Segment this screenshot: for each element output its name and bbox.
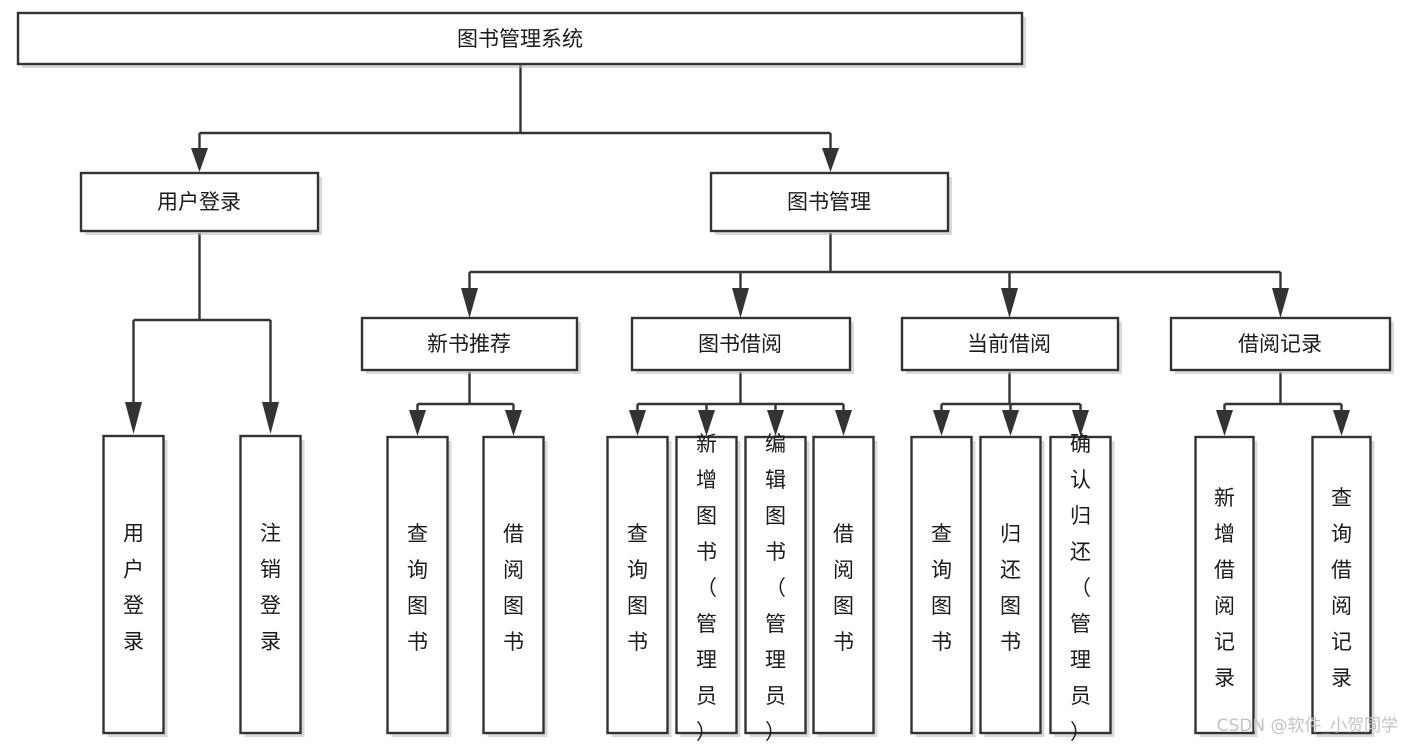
- node-current-borrow[interactable]: 当前借阅: [900, 316, 1122, 374]
- node-user-login[interactable]: 用户登录: [79, 171, 322, 235]
- node-leaf-borrow-book-1[interactable]: 借阅图书: [482, 435, 548, 737]
- node-leaf-add-record[interactable]: 新增借阅记录: [1194, 435, 1258, 737]
- leaf-user-login-box[interactable]: [102, 434, 165, 735]
- leaf-borrow-book-1-label: 借阅图书: [503, 522, 524, 654]
- node-book-borrow[interactable]: 图书借阅: [630, 316, 854, 374]
- current-borrow-box[interactable]: [900, 316, 1120, 372]
- arrowhead-leaf-add-record: [1216, 410, 1233, 436]
- arrowhead-leaf-confirm-return: [1072, 410, 1089, 436]
- leaf-add-record-label: 新增借阅记录: [1214, 486, 1235, 690]
- leaf-query-book-2-label: 查询图书: [627, 522, 648, 654]
- node-leaf-query-book-1[interactable]: 查询图书: [386, 435, 452, 737]
- arrowhead-leaf-query-book-1: [409, 410, 426, 436]
- node-leaf-logout-login[interactable]: 注销登录: [239, 434, 305, 737]
- leaf-confirm-return-label: 确认归还（管理员）: [1070, 432, 1091, 744]
- node-borrow-record[interactable]: 借阅记录: [1169, 316, 1394, 374]
- arrowhead-borrow-record: [1272, 288, 1289, 318]
- watermark-label: CSDN @软件_小贺同学: [1217, 716, 1398, 736]
- arrowhead-current-borrow: [1001, 288, 1018, 318]
- new-book-recommend-label: 新书推荐: [427, 332, 511, 356]
- leaf-return-book-label: 归还图书: [1000, 522, 1021, 654]
- leaf-query-book-2-box[interactable]: [606, 435, 669, 735]
- arrowhead-leaf-borrow-book-2: [835, 410, 852, 436]
- book-management-label: 图书管理: [787, 190, 871, 214]
- leaf-borrow-book-1-box[interactable]: [482, 435, 545, 735]
- arrowhead-leaf-query-record: [1333, 410, 1350, 436]
- book-management-box[interactable]: [709, 171, 950, 233]
- leaf-return-book-box[interactable]: [979, 435, 1042, 735]
- leaf-add-book-box[interactable]: [675, 435, 738, 735]
- leaf-add-book-label: 新增图书（管理员）: [696, 432, 717, 744]
- root-box[interactable]: [16, 11, 1024, 66]
- leaf-add-record-box[interactable]: [1194, 435, 1255, 735]
- node-leaf-edit-book[interactable]: 编辑图书（管理员）: [744, 432, 810, 744]
- arrowhead-book-borrow: [732, 288, 749, 318]
- leaf-logout-login-label: 注销登录: [260, 522, 281, 654]
- book-borrow-box[interactable]: [630, 316, 852, 372]
- node-leaf-query-book-3[interactable]: 查询图书: [910, 435, 976, 737]
- node-book-management[interactable]: 图书管理: [709, 171, 952, 235]
- arrowhead-leaf-logout-login: [262, 402, 279, 434]
- node-leaf-return-book[interactable]: 归还图书: [979, 435, 1045, 737]
- leaf-edit-book-label: 编辑图书（管理员）: [765, 432, 786, 744]
- user-login-box[interactable]: [79, 171, 320, 233]
- node-leaf-borrow-book-2[interactable]: 借阅图书: [812, 435, 878, 737]
- arrowhead-user-login: [191, 148, 208, 172]
- leaf-logout-login-box[interactable]: [239, 434, 302, 735]
- arrowhead-leaf-return-book: [1002, 410, 1019, 436]
- node-leaf-user-login[interactable]: 用户登录: [102, 434, 168, 737]
- new-book-recommend-box[interactable]: [360, 316, 579, 372]
- leaf-borrow-book-2-label: 借阅图书: [833, 522, 854, 654]
- connector-layer: [125, 65, 1350, 436]
- leaf-query-record-box[interactable]: [1311, 435, 1372, 735]
- arrowhead-new-book-recommend: [461, 288, 478, 318]
- node-leaf-query-book-2[interactable]: 查询图书: [606, 435, 672, 737]
- leaf-confirm-return-box[interactable]: [1049, 435, 1112, 735]
- arrowhead-leaf-query-book-2: [629, 410, 646, 436]
- leaf-user-login-label: 用户登录: [123, 522, 144, 654]
- leaf-query-record-label: 查询借阅记录: [1331, 486, 1352, 690]
- leaf-query-book-1-box[interactable]: [386, 435, 449, 735]
- node-leaf-add-book[interactable]: 新增图书（管理员）: [675, 432, 741, 744]
- node-leaf-query-record[interactable]: 查询借阅记录: [1311, 435, 1375, 737]
- node-root[interactable]: 图书管理系统: [16, 11, 1026, 68]
- arrowhead-leaf-borrow-book-1: [505, 410, 522, 436]
- book-borrow-label: 图书借阅: [698, 332, 782, 356]
- leaf-borrow-book-2-box[interactable]: [812, 435, 875, 735]
- user-login-label: 用户登录: [157, 190, 241, 214]
- node-leaf-confirm-return[interactable]: 确认归还（管理员）: [1049, 432, 1115, 744]
- leaf-edit-book-box[interactable]: [744, 435, 807, 735]
- arrowhead-leaf-user-login: [125, 402, 142, 434]
- current-borrow-label: 当前借阅: [967, 332, 1051, 356]
- arrowhead-leaf-query-book-3: [933, 410, 950, 436]
- borrow-record-label: 借阅记录: [1238, 332, 1322, 356]
- leaf-query-book-1-label: 查询图书: [407, 522, 428, 654]
- arrowhead-leaf-add-book: [698, 410, 715, 436]
- node-new-book-recommend[interactable]: 新书推荐: [360, 316, 581, 374]
- arrowhead-book-management: [822, 148, 839, 172]
- leaf-node-layer: 用户登录 注销登录 查询图书 借阅图书 查询图书 新增图书（管理员） 编辑图书（管理员） 借阅…: [102, 432, 1375, 744]
- leaf-query-book-3-box[interactable]: [910, 435, 973, 735]
- arrowhead-leaf-edit-book: [767, 410, 784, 436]
- leaf-query-book-3-label: 查询图书: [931, 522, 952, 654]
- root-label: 图书管理系统: [457, 27, 583, 51]
- borrow-record-box[interactable]: [1169, 316, 1392, 372]
